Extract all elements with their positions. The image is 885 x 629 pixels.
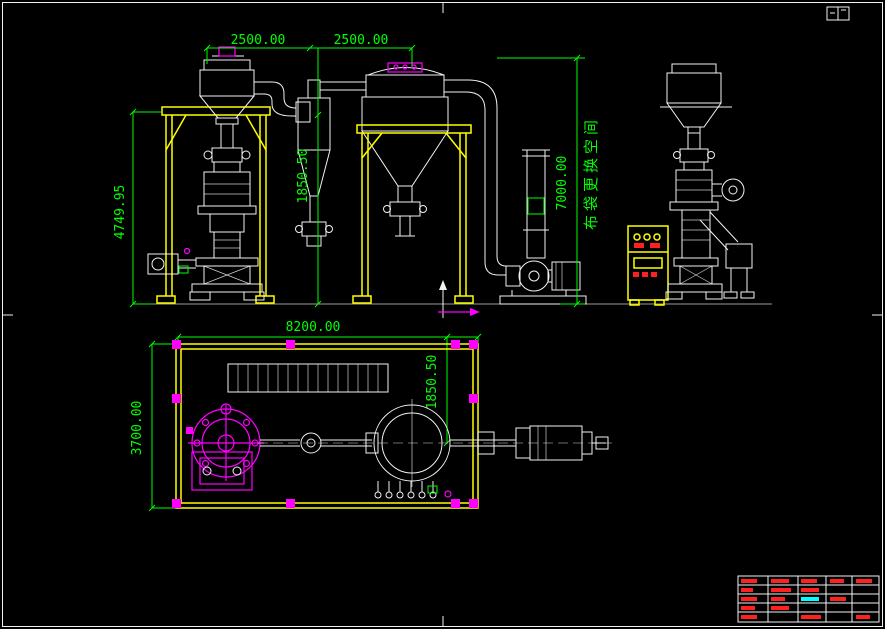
dim-plan-offset[interactable]: 1850.50 xyxy=(425,355,440,410)
duct-filter-to-fan xyxy=(444,79,498,256)
dim-span-left[interactable]: 2500.00 xyxy=(231,33,286,48)
note-bag-space[interactable]: 布袋更换空间 xyxy=(582,116,600,230)
elevation-view[interactable]: 2500.00 2500.00 4749.95 1850.50 7000.00 … xyxy=(113,33,772,318)
dim-platform-height[interactable]: 1850.50 xyxy=(296,149,311,204)
feeder-mill-unit[interactable] xyxy=(189,46,297,301)
mill-motor xyxy=(721,178,745,202)
bearing-block xyxy=(477,431,495,455)
plan-dimensions: 8200.00 1850.50 3700.00 xyxy=(130,320,482,512)
sheet-corner-marker xyxy=(826,6,850,21)
cyclone-rotary-valve xyxy=(301,221,327,237)
ucs-icon xyxy=(438,280,480,318)
side-blower[interactable] xyxy=(147,247,196,275)
plan-platform-outline[interactable] xyxy=(175,343,479,509)
title-block xyxy=(737,575,880,623)
elevation-dimensions: 2500.00 2500.00 4749.95 1850.50 7000.00 … xyxy=(113,33,600,308)
mill-plan[interactable] xyxy=(186,403,264,491)
dim-plan-length[interactable]: 8200.00 xyxy=(286,320,341,335)
flex-connector xyxy=(527,197,545,215)
fan-unit[interactable] xyxy=(499,260,587,305)
drive-shaft-left xyxy=(260,432,372,454)
vibrator-motor xyxy=(218,46,236,57)
dim-clearance-height[interactable]: 7000.00 xyxy=(555,156,570,211)
duct-mill-to-cyclone xyxy=(254,81,297,109)
filter-rotary-valve xyxy=(389,201,421,217)
rotary-valve xyxy=(211,147,243,163)
classifier-plan[interactable] xyxy=(258,399,612,499)
control-cabinet[interactable] xyxy=(627,225,669,306)
side-view-unit[interactable] xyxy=(660,63,755,300)
discharge-bin xyxy=(725,243,753,269)
plan-view[interactable]: 8200.00 1850.50 3700.00 xyxy=(130,320,612,512)
pulse-valves xyxy=(387,62,423,73)
bag-filter[interactable] xyxy=(361,62,507,276)
main-motor-plan[interactable] xyxy=(450,425,609,461)
column-markers xyxy=(172,340,478,508)
support-frame-filter[interactable] xyxy=(352,124,474,304)
dim-total-height[interactable]: 4749.95 xyxy=(113,185,128,240)
stairs[interactable] xyxy=(227,363,389,393)
silencer-stack[interactable] xyxy=(522,149,550,259)
dim-span-right[interactable]: 2500.00 xyxy=(334,33,389,48)
support-frame-left[interactable] xyxy=(156,106,275,304)
dim-plan-width[interactable]: 3700.00 xyxy=(130,401,145,456)
